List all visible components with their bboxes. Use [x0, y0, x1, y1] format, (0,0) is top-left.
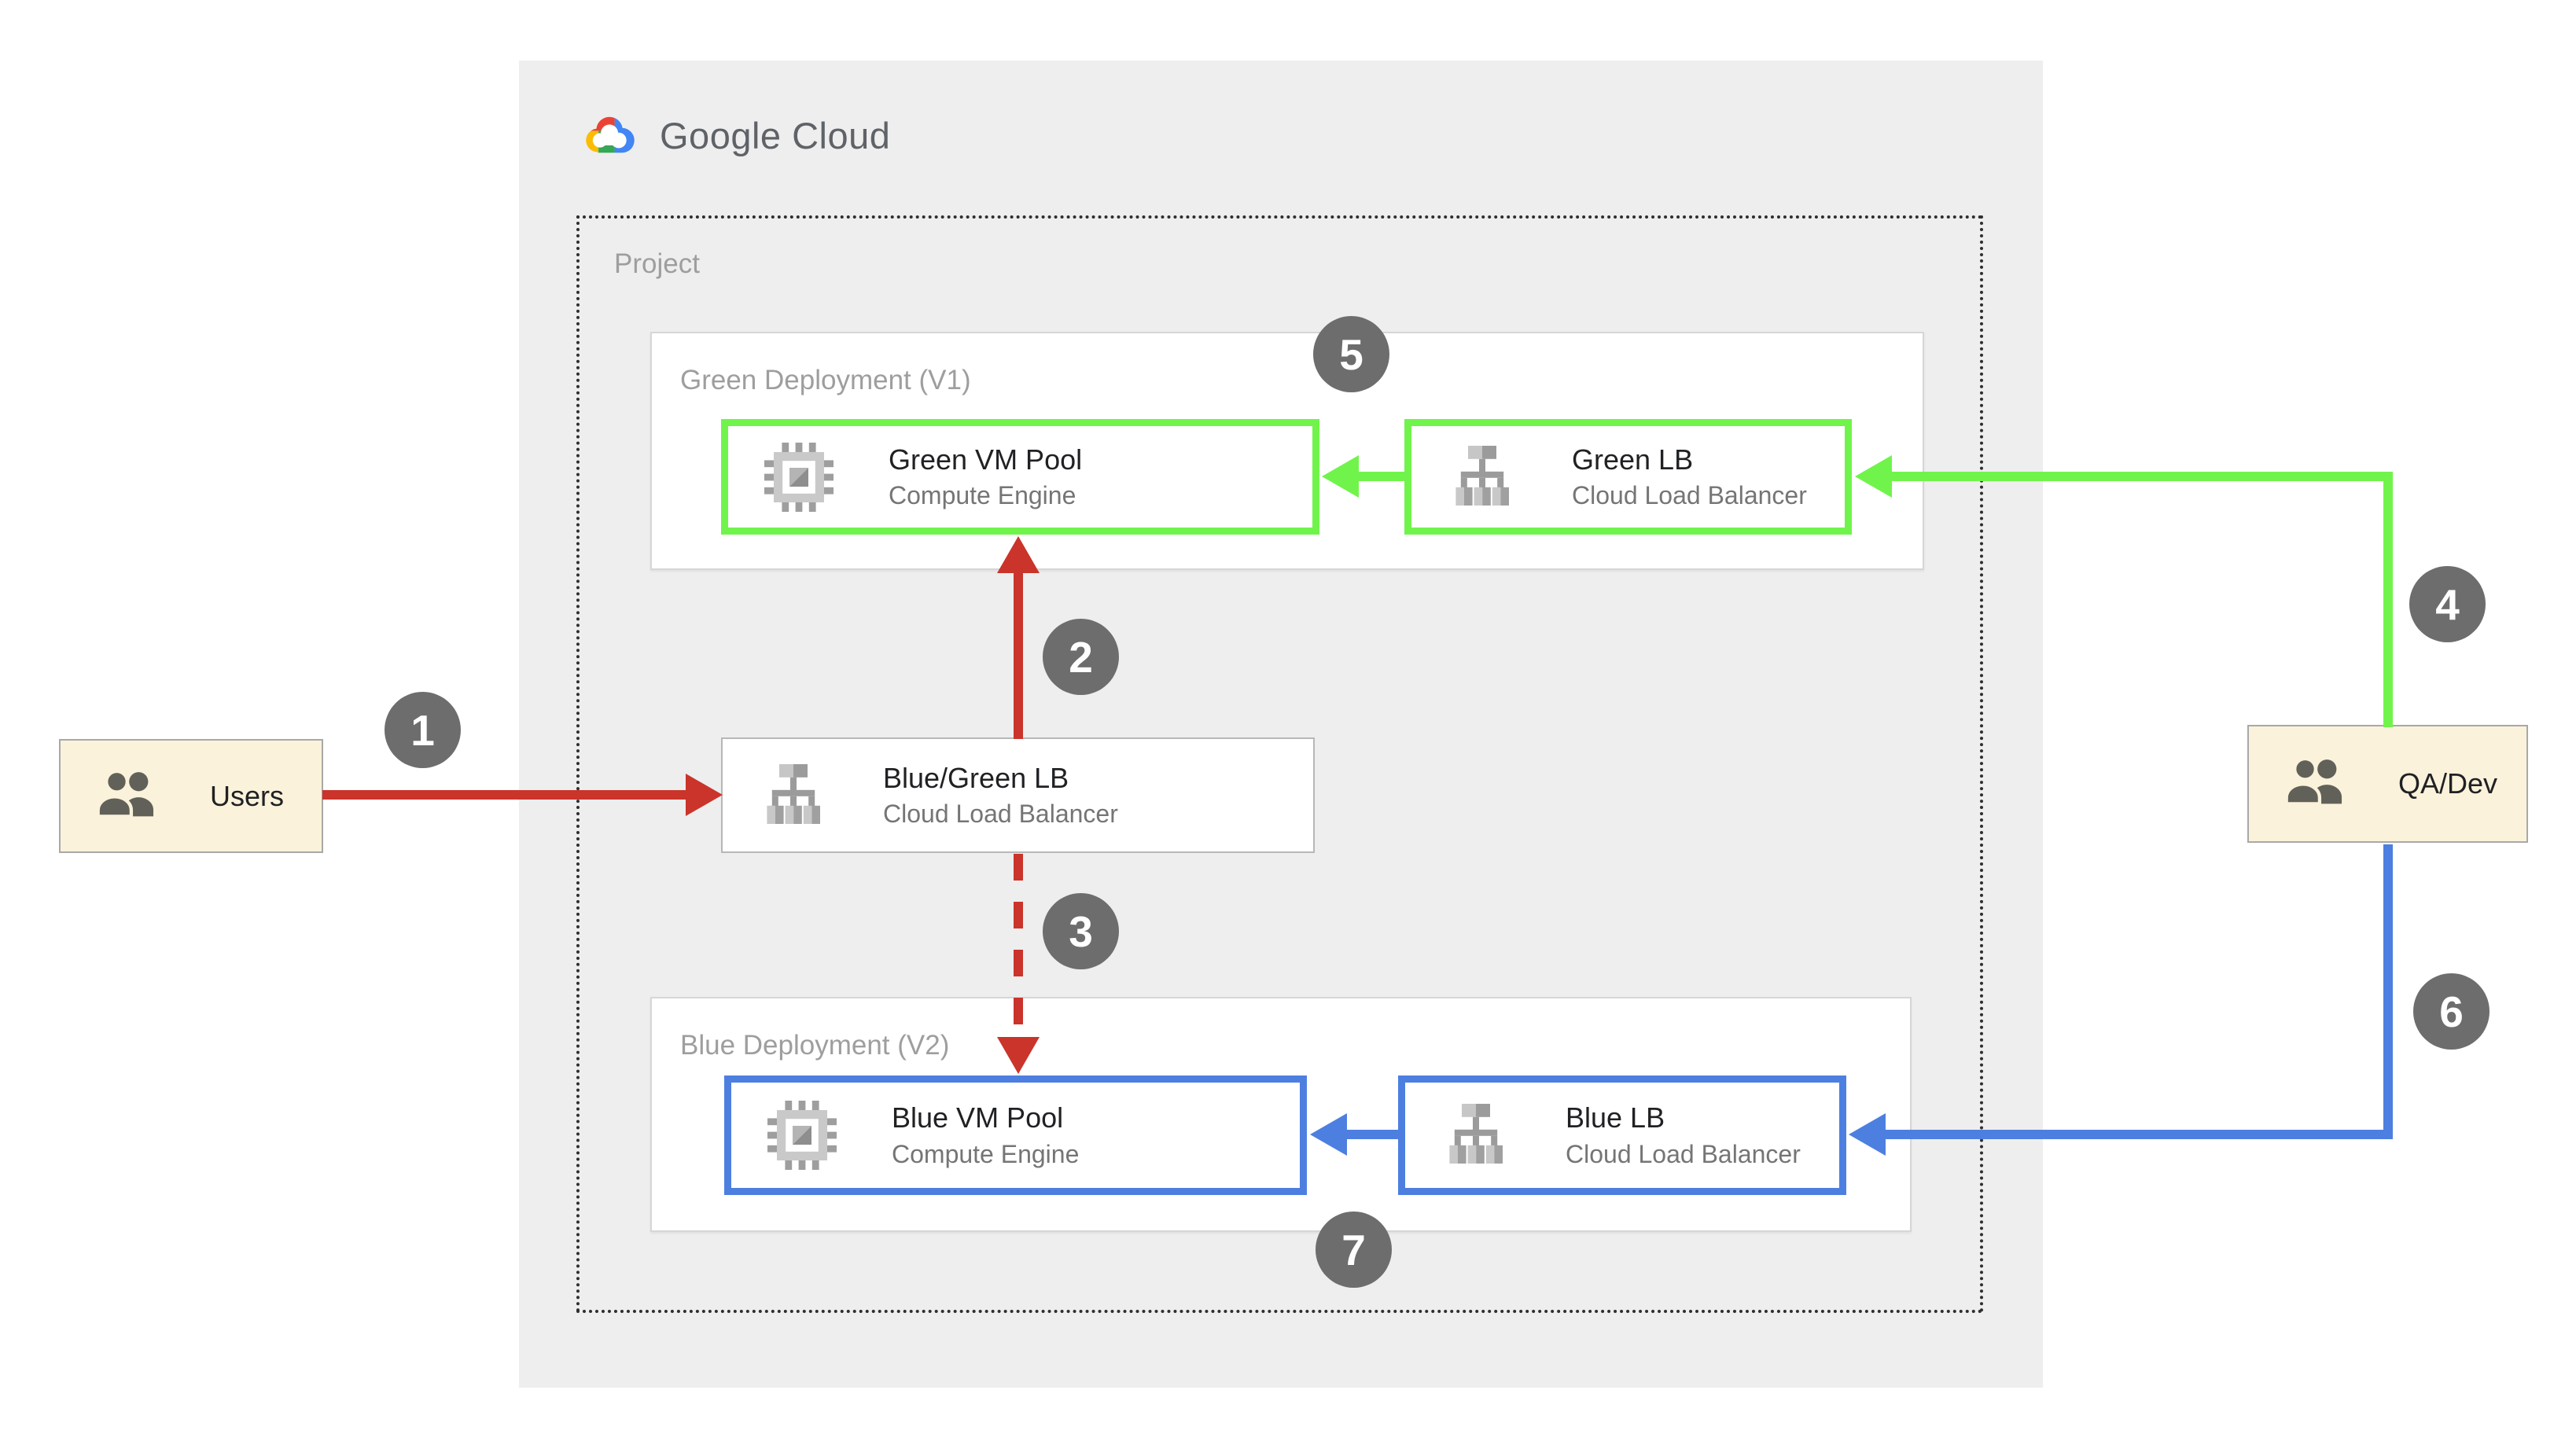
node-blue-green-lb: Blue/Green LB Cloud Load Balancer: [721, 737, 1315, 853]
compute-engine-icon: [764, 442, 834, 512]
step-badge-2: 2: [1043, 619, 1119, 695]
step-badge-1: 1: [385, 692, 461, 768]
node-text: Green VM Pool Compute Engine: [889, 443, 1082, 511]
node-subtitle: Cloud Load Balancer: [1566, 1139, 1801, 1168]
node-text: Blue/Green LB Cloud Load Balancer: [883, 761, 1118, 829]
node-blue-vm-pool: Blue VM Pool Compute Engine: [724, 1076, 1307, 1195]
users-icon: [2284, 756, 2342, 806]
node-subtitle: Compute Engine: [889, 481, 1076, 510]
node-green-lb: Green LB Cloud Load Balancer: [1404, 419, 1852, 535]
load-balancer-icon: [767, 763, 820, 824]
actor-users: Users: [59, 739, 323, 853]
node-text: Blue VM Pool Compute Engine: [892, 1101, 1079, 1169]
node-title: Green LB: [1572, 443, 1694, 476]
google-cloud-logo: Google Cloud: [578, 110, 890, 160]
project-label: Project: [614, 248, 700, 279]
step-badge-3: 3: [1043, 893, 1119, 969]
node-title: Blue/Green LB: [883, 761, 1069, 794]
load-balancer-icon: [1449, 1104, 1503, 1164]
compute-engine-icon: [767, 1101, 837, 1170]
step-badge-7: 7: [1316, 1212, 1392, 1288]
blue-deployment-label: Blue Deployment (V2): [680, 1030, 950, 1061]
node-subtitle: Cloud Load Balancer: [883, 800, 1118, 829]
step-badge-4: 4: [2409, 566, 2486, 642]
google-cloud-logo-text: Google Cloud: [660, 114, 891, 156]
users-icon: [96, 769, 154, 818]
node-text: Green LB Cloud Load Balancer: [1572, 443, 1807, 511]
node-blue-lb: Blue LB Cloud Load Balancer: [1398, 1076, 1846, 1195]
actor-label: QA/Dev: [2398, 767, 2498, 800]
step-badge-6: 6: [2413, 973, 2490, 1050]
step-badge-5: 5: [1313, 316, 1389, 392]
node-title: Green VM Pool: [889, 443, 1083, 476]
green-deployment-label: Green Deployment (V1): [680, 365, 971, 395]
actor-label: Users: [210, 779, 285, 812]
google-cloud-icon: [586, 116, 635, 153]
node-green-vm-pool: Green VM Pool Compute Engine: [721, 419, 1319, 535]
node-subtitle: Compute Engine: [892, 1139, 1080, 1168]
load-balancer-icon: [1455, 445, 1509, 506]
project-boundary: Project: [576, 215, 1983, 1313]
actor-qa-dev: QA/Dev: [2247, 725, 2528, 843]
node-text: Blue LB Cloud Load Balancer: [1566, 1101, 1801, 1169]
node-subtitle: Cloud Load Balancer: [1572, 481, 1807, 510]
node-title: Blue LB: [1566, 1101, 1665, 1134]
node-title: Blue VM Pool: [892, 1101, 1064, 1134]
